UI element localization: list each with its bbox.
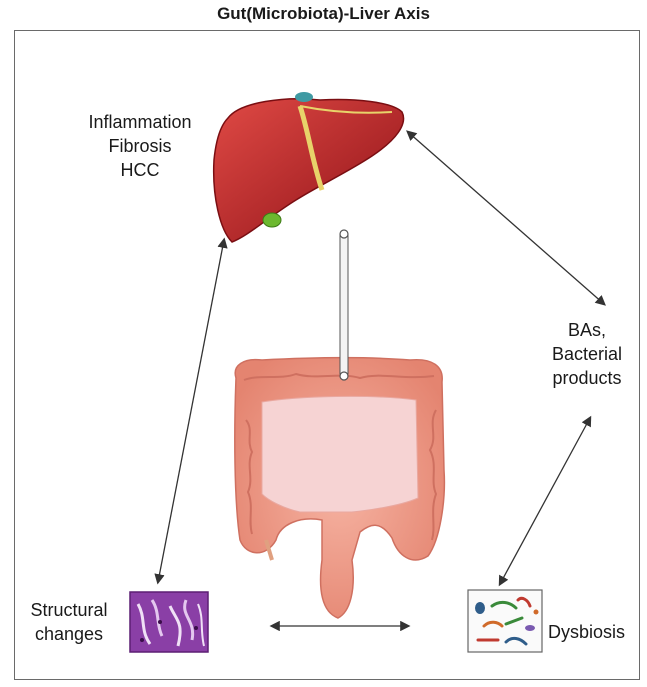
bas-line-2: Bacterial: [530, 342, 644, 366]
intestine-icon: [235, 358, 445, 618]
hcc-label: HCC: [60, 158, 220, 182]
liver-structural-arrow: [158, 240, 224, 582]
dysbiosis-label: Dysbiosis: [548, 620, 625, 644]
bas-dysbiosis-arrow: [500, 418, 590, 584]
bacteria-icon: [468, 590, 542, 652]
inflammation-label: Inflammation: [60, 110, 220, 134]
bas-line-1: BAs,: [530, 318, 644, 342]
liver-gut-arrow: [340, 230, 348, 380]
bas-label: BAs, Bacterial products: [530, 318, 644, 390]
fibrosis-label: Fibrosis: [60, 134, 220, 158]
structural-line-1: Structural: [8, 598, 130, 622]
liver-outcomes-label: Inflammation Fibrosis HCC: [60, 110, 220, 182]
tissue-icon: [130, 592, 208, 652]
liver-icon: [214, 92, 404, 242]
bas-line-3: products: [530, 366, 644, 390]
structural-line-2: changes: [8, 622, 130, 646]
liver-bas-arrow: [408, 132, 604, 304]
structural-changes-label: Structural changes: [8, 598, 130, 646]
